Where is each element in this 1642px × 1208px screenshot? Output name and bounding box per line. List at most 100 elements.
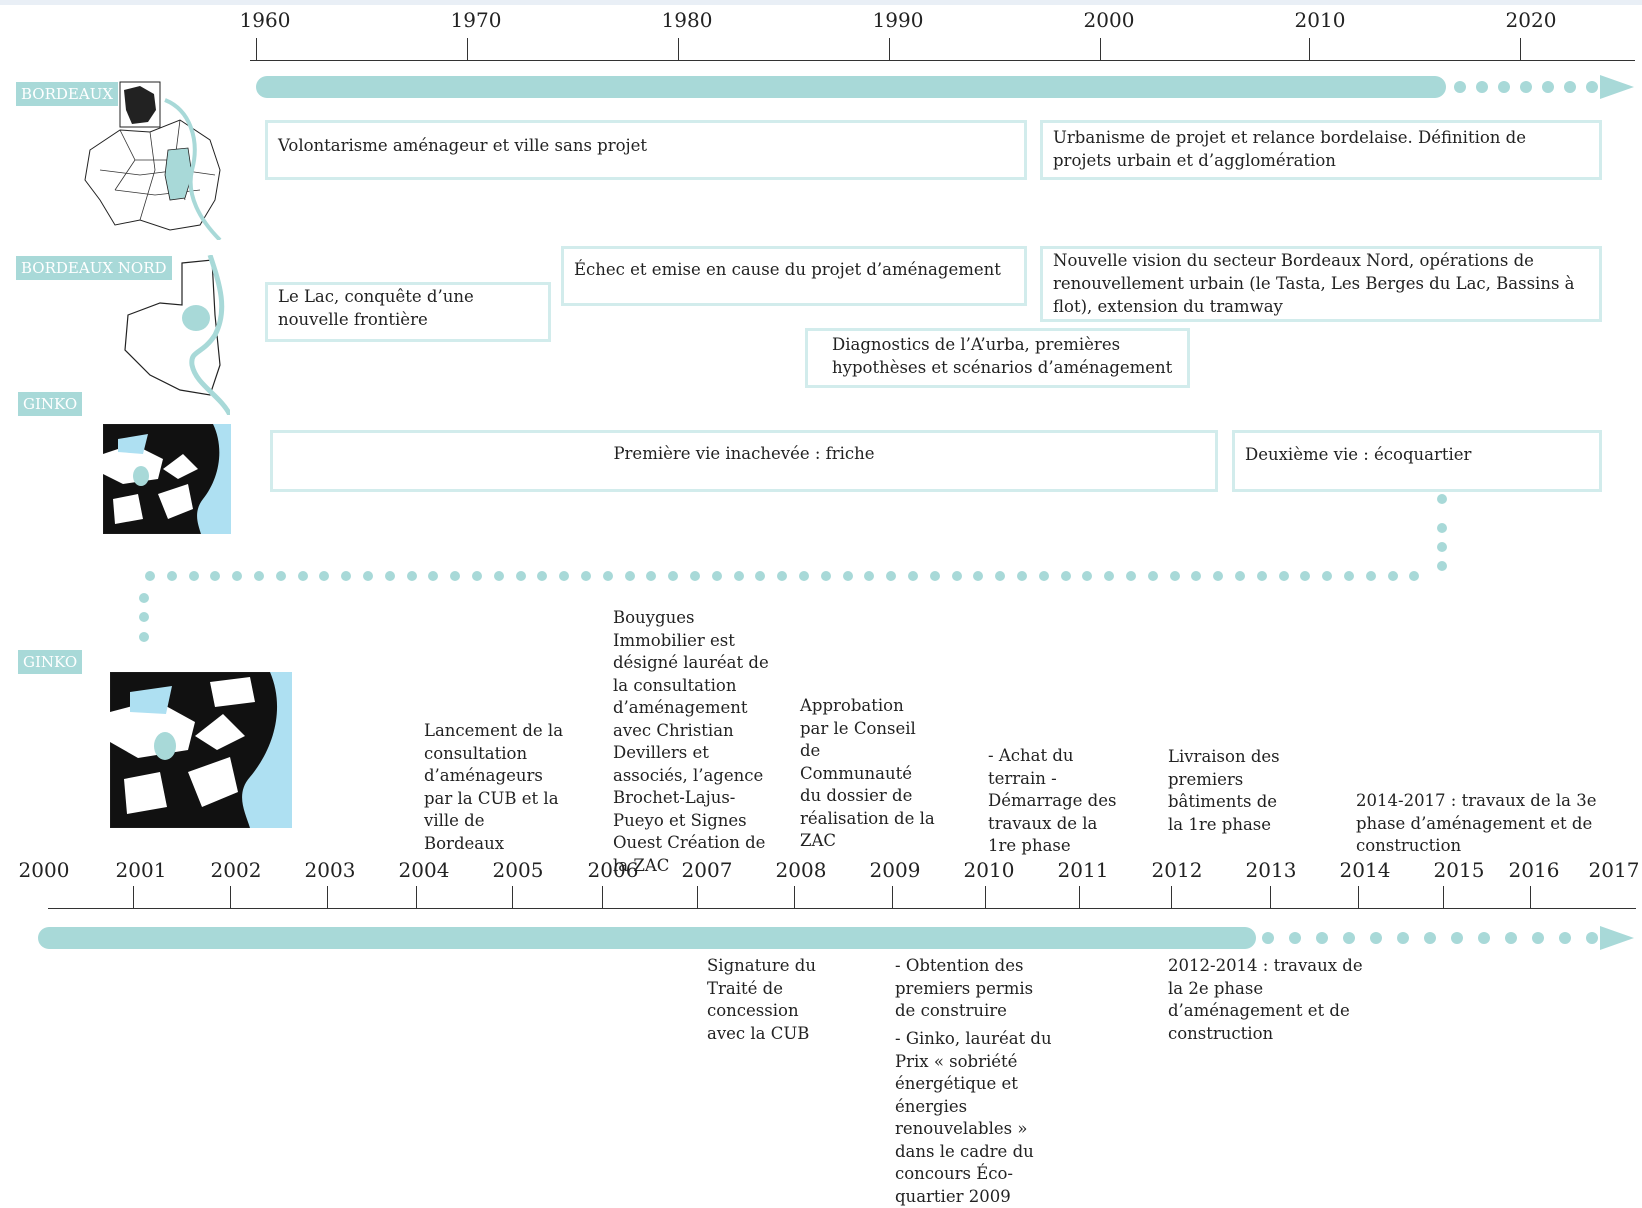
bottom-tick-label: 2014 [1339,858,1391,882]
timeline-dot [1451,932,1463,944]
bottom-tick [327,886,328,908]
event-2010: - Achat du terrain - Démarrage des trava… [988,746,1117,855]
connector-dot [712,571,722,581]
connector-dot [385,571,395,581]
connector-dot [1437,494,1447,504]
top-tick-label: 2020 [1505,8,1557,32]
connector-dot [537,571,547,581]
connector-dot [668,571,678,581]
connector-dot [581,571,591,581]
bottom-tick [1079,886,1080,908]
event-below-2009b: - Ginko, lauréat du Prix « sobriété éner… [895,1029,1052,1206]
event-2014: 2014-2017 : travaux de la 3e phase d’amé… [1356,791,1597,855]
bottom-tick [416,886,417,908]
connector-dot [276,571,286,581]
period-box-nord-3: Nouvelle vision du secteur Bordeaux Nord… [1040,246,1602,322]
connector-dot [886,571,896,581]
tag-bordeaux-nord: BORDEAUX NORD [16,256,172,280]
bottom-tick [230,886,231,908]
period-box-nord-4: Diagnostics de l’A’urba, premières hypot… [805,328,1190,388]
connector-dot [1300,571,1310,581]
connector-dot [1213,571,1223,581]
connector-dot [1104,571,1114,581]
connector-dot [973,571,983,581]
connector-dot [995,571,1005,581]
top-tick [678,38,679,60]
connector-dot [1148,571,1158,581]
bordeaux-nord-map-icon [124,255,230,415]
connector-dot [952,571,962,581]
top-tick [1520,38,1521,60]
connector-dot [1061,571,1071,581]
bottom-tick-label: 2011 [1057,858,1109,882]
connector-dot [167,571,177,581]
event-below-2009a: - Obtention des premiers permis de const… [895,956,1034,1020]
connector-dot [1322,571,1332,581]
event-2008: Approbation par le Conseil de Communauté… [800,696,935,850]
bottom-tick-label: 2013 [1245,858,1297,882]
connector-dot [734,571,744,581]
connector-dot [1279,571,1289,581]
bottom-tick-label: 2002 [210,858,262,882]
timeline-dot [1559,932,1571,944]
top-tick [1309,38,1310,60]
connector-dot [1344,571,1354,581]
event-2012: Livraison des premiers bâtiments de la 1… [1168,747,1280,834]
connector-dot [139,593,149,603]
top-tick-label: 1990 [872,8,924,32]
tag-ginko-bottom: GINKO [18,650,83,674]
arrow-right-icon [1600,926,1634,950]
period-box-ginko-2: Deuxième vie : écoquartier [1232,430,1602,492]
connector-dot [407,571,417,581]
bottom-tick-label: 2016 [1508,858,1560,882]
connector-dot [341,571,351,581]
timeline-dot [1586,932,1598,944]
bottom-tick [133,886,134,908]
top-tick [256,38,257,60]
connector-dot [843,571,853,581]
connector-dot [1191,571,1201,581]
bottom-tick [512,886,513,908]
timeline-dot [1370,932,1382,944]
connector-dot [428,571,438,581]
top-tick [467,38,468,60]
connector-dot [319,571,329,581]
ginko-map-small-icon [103,424,231,534]
connector-dot [559,571,569,581]
connector-dot [930,571,940,581]
top-tick [1100,38,1101,60]
connector-dot [363,571,373,581]
bottom-tick-label: 2001 [115,858,167,882]
arrow-right-icon [1600,75,1634,99]
bottom-tick-label: 2008 [775,858,827,882]
connector-dot [646,571,656,581]
timeline-dot [1397,932,1409,944]
top-tick-label: 1960 [239,8,291,32]
period-box-ginko-1: Première vie inachevée : friche [270,430,1218,492]
bottom-tick [985,886,986,908]
connector-dot [1257,571,1267,581]
bottom-tick-label: 2015 [1433,858,1485,882]
event-2004: Lancement de la consultation d’aménageur… [424,721,564,853]
top-tick-label: 1980 [661,8,713,32]
connector-dot [1437,542,1447,552]
timeline-dot [1316,932,1328,944]
connector-dot [1170,571,1180,581]
connector-dot [494,571,504,581]
connector-dot [1366,571,1376,581]
timeline-dot [1476,81,1488,93]
top-tick-label: 2000 [1083,8,1135,32]
top-tick [889,38,890,60]
connector-dot [450,571,460,581]
bottom-tick [1270,886,1271,908]
bottom-tick-label: 2004 [398,858,450,882]
timeline-dot [1424,932,1436,944]
timeline-dot [1542,81,1554,93]
top-timeline-bar [256,76,1446,98]
connector-dot [1039,571,1049,581]
connector-dot [1017,571,1027,581]
connector-dot [755,571,765,581]
connector-dot [1126,571,1136,581]
connector-dot [139,612,149,622]
top-band [0,0,1642,5]
